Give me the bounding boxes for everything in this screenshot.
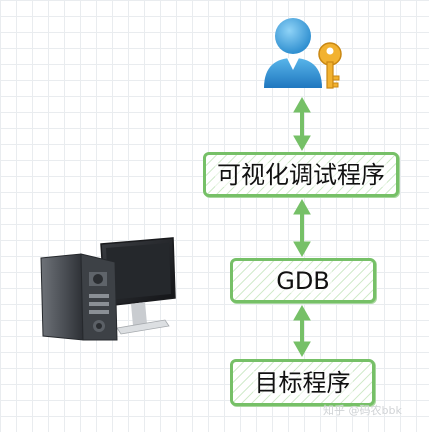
target-program-box: 目标程序 bbox=[230, 359, 375, 406]
gdb-box: GDB bbox=[230, 258, 376, 303]
visual-debugger-label: 可视化调试程序 bbox=[215, 160, 387, 189]
gdb-label: GDB bbox=[274, 266, 332, 295]
desktop-computer-icon bbox=[40, 237, 176, 341]
target-program-label: 目标程序 bbox=[252, 368, 353, 397]
visual-debugger-box: 可视化调试程序 bbox=[203, 152, 399, 197]
watermark: 知乎 @码农bbk bbox=[323, 404, 402, 417]
user-with-key-icon bbox=[264, 18, 342, 89]
